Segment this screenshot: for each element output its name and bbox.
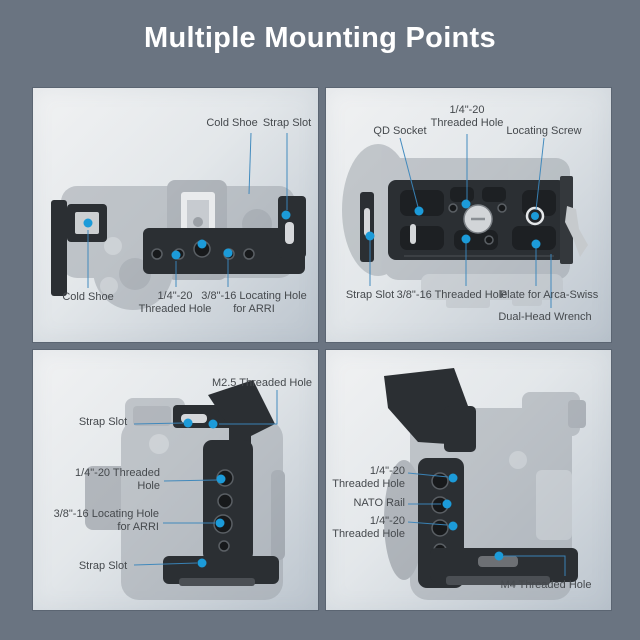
label-nato-rail: NATO Rail	[353, 497, 405, 509]
leader-lines	[369, 134, 552, 308]
leader-lines	[87, 132, 288, 288]
camera-handle-side-illustration	[85, 380, 285, 600]
leader-lines	[407, 472, 566, 576]
cage-base-plate	[360, 176, 588, 264]
camera-top-view-illustration	[51, 132, 306, 310]
camera-grip-side-illustration	[384, 368, 586, 600]
label-strap-slot: Strap Slot	[345, 289, 395, 301]
label-arri-locating-hole: 3/8"-16 Locating Hole for ARRI	[201, 290, 307, 315]
panel-grip-side-view: 1/4"-20 Threaded Hole NATO Rail 1/4"-20 …	[326, 350, 611, 610]
label-m25-threaded-hole: M2.5 Threaded Hole	[211, 377, 313, 389]
label-quarter20-threaded-hole: 1/4"-20 Threaded Hole	[138, 290, 212, 315]
label-quarter20-threaded-hole-top: 1/4"-20 Threaded Hole	[332, 465, 405, 490]
panel-handle-side-view: M2.5 Threaded Hole Strap Slot 1/4"-20 Th…	[33, 350, 318, 610]
panel-bottom-view: QD Socket 1/4"-20 Threaded Hole Locating…	[326, 88, 611, 342]
dual-head-wrench-tool	[565, 206, 588, 257]
label-dual-head-wrench: Dual-Head Wrench	[498, 311, 592, 323]
label-strap-slot-top: Strap Slot	[78, 416, 128, 428]
label-strap-slot: Strap Slot	[262, 117, 312, 129]
label-cold-shoe-bottom: Cold Shoe	[62, 291, 114, 303]
mount-point-dots	[83, 210, 291, 260]
label-m4-threaded-hole: M4 Threaded Hole	[500, 579, 592, 591]
leader-lines	[133, 390, 278, 566]
camera-bottom-view-illustration	[342, 134, 588, 308]
label-quarter20-threaded-hole-bottom: 1/4"-20 Threaded Hole	[332, 515, 405, 540]
mount-point-dots	[183, 418, 226, 568]
panel-top-view: Cold Shoe Strap Slot Cold Shoe 1/4"-20 T…	[33, 88, 318, 342]
label-arri-locating-hole: 3/8"-16 Locating Hole for ARRI	[53, 508, 159, 533]
label-quarter20-threaded-hole: 1/4"-20 Threaded Hole	[74, 467, 160, 492]
label-three-eighth-threaded-hole: 3/8"-16 Threaded Hole	[396, 289, 508, 301]
mount-point-dots	[442, 473, 504, 561]
mount-point-dots	[365, 199, 541, 249]
page-title: Multiple Mounting Points	[144, 22, 496, 54]
label-locating-screw: Locating Screw	[506, 125, 582, 137]
label-quarter20-threaded-hole: 1/4"-20 Threaded Hole	[430, 104, 504, 129]
label-strap-slot-bottom: Strap Slot	[78, 560, 128, 572]
label-qd-socket: QD Socket	[373, 125, 427, 137]
label-arca-swiss-plate: Plate for Arca-Swiss	[499, 289, 599, 301]
panel-grid: Cold Shoe Strap Slot Cold Shoe 1/4"-20 T…	[33, 88, 611, 610]
label-cold-shoe-top: Cold Shoe	[206, 117, 258, 129]
